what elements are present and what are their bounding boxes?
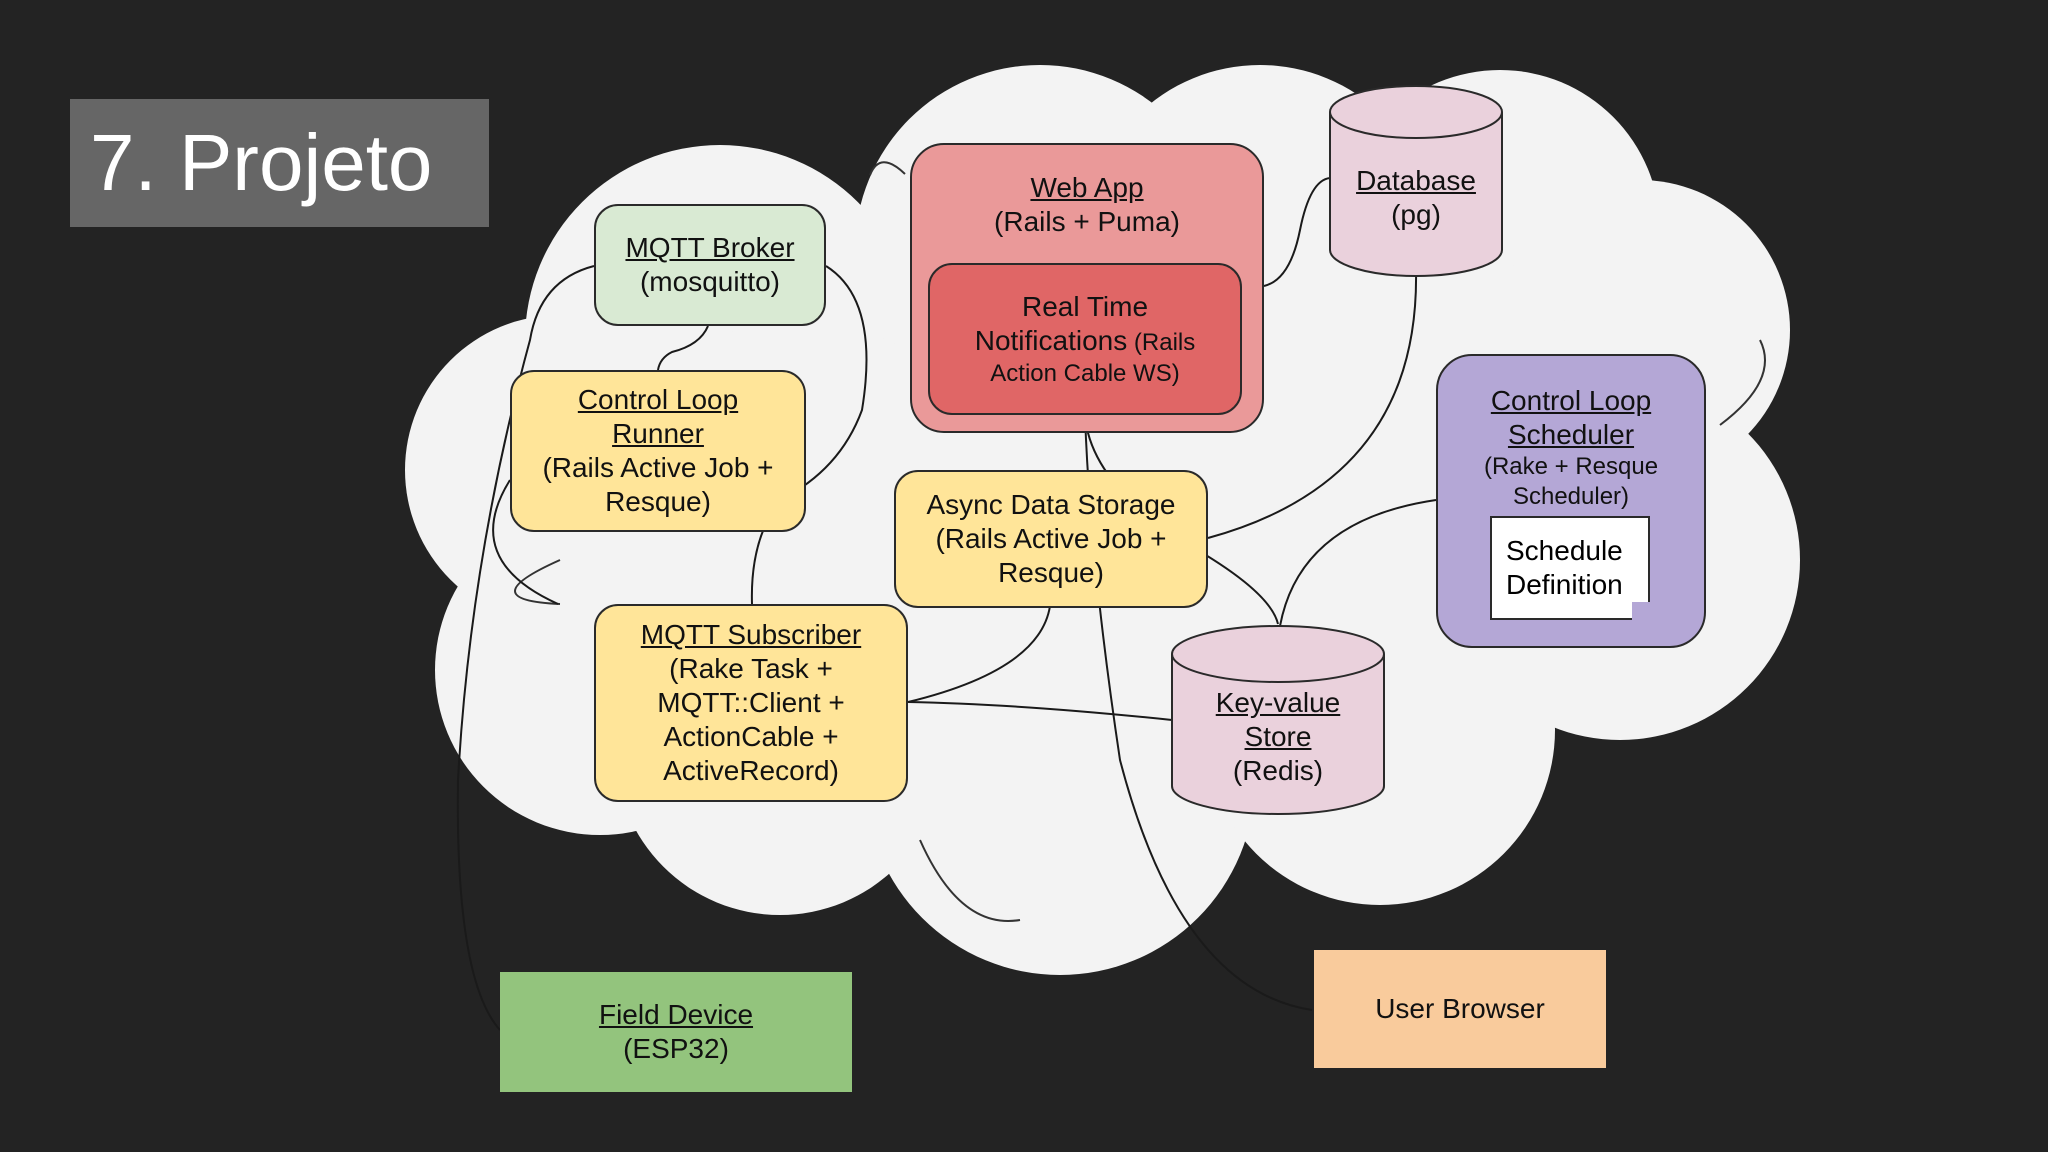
database-label: Database (pg) [1330, 164, 1502, 232]
dog-ear-corner [1632, 602, 1650, 620]
slide-title-box: 7. Projeto [70, 99, 489, 227]
field-device-node: Field Device (ESP32) [500, 972, 852, 1092]
async-line3: Resque) [998, 557, 1104, 589]
field-device-detail: (ESP32) [623, 1033, 729, 1064]
key-value-cylinder [1171, 625, 1385, 815]
async-data-storage-node: Async Data Storage (Rails Active Job + R… [894, 470, 1208, 608]
mqtt-broker-node: MQTT Broker (mosquitto) [594, 204, 826, 326]
subscriber-line3: MQTT::Client + [657, 686, 845, 718]
schedule-def-line1: Schedule [1506, 534, 1623, 566]
real-time-line2: Notifications (Rails [975, 324, 1196, 358]
scheduler-name-line2: Scheduler [1507, 419, 1635, 451]
kv-name-line1: Key-value [1215, 687, 1341, 718]
scheduler-detail-line2: Scheduler) [1512, 482, 1630, 510]
kv-name-line2: Store [1244, 721, 1312, 753]
async-line1: Async Data Storage [926, 488, 1176, 520]
runner-name-line1: Control Loop [577, 383, 739, 415]
web-app-detail: (Rails + Puma) [994, 206, 1180, 238]
real-time-line3: Action Cable WS) [990, 359, 1180, 387]
runner-detail-line2: Resque) [605, 486, 711, 518]
web-app-name: Web App [1030, 172, 1144, 203]
subscriber-line5: ActiveRecord) [663, 755, 839, 787]
control-loop-runner-node: Control Loop Runner (Rails Active Job + … [510, 370, 806, 532]
real-time-line1: Real Time [1021, 291, 1149, 323]
connector-lines [456, 177, 1437, 1031]
slide-title: 7. Projeto [90, 118, 433, 207]
real-time-line2-small: (Rails [1127, 329, 1196, 357]
field-device-name: Field Device [598, 998, 754, 1030]
async-line2: (Rails Active Job + [935, 522, 1167, 554]
real-time-notifications-node: Real Time Notifications (Rails Action Ca… [928, 263, 1242, 415]
subscriber-line4: ActionCable + [663, 721, 839, 753]
mqtt-broker-name: MQTT Broker [625, 231, 795, 263]
database-detail: (pg) [1391, 199, 1441, 231]
schedule-def-line2: Definition [1506, 569, 1623, 600]
subscriber-name: MQTT Subscriber [640, 618, 862, 650]
mqtt-subscriber-node: MQTT Subscriber (Rake Task + MQTT::Clien… [594, 604, 908, 802]
cloud-outline-arcs [514, 161, 1766, 922]
real-time-line2-main: Notifications [974, 325, 1128, 357]
database-name: Database [1356, 165, 1476, 196]
user-browser-label: User Browser [1375, 992, 1545, 1024]
runner-name-line2: Runner [612, 417, 704, 449]
key-value-store-label: Key-value Store (Redis) [1172, 686, 1384, 788]
database-cylinder [1329, 85, 1503, 277]
user-browser-node: User Browser [1314, 950, 1606, 1068]
schedule-definition-doc: Schedule Definition [1490, 516, 1650, 620]
scheduler-detail-line1: (Rake + Resque [1483, 453, 1659, 481]
runner-detail-line1: (Rails Active Job + [542, 452, 774, 483]
kv-detail: (Redis) [1232, 755, 1324, 787]
mqtt-broker-detail: (mosquitto) [639, 266, 781, 297]
subscriber-line2: (Rake Task + [669, 652, 833, 684]
scheduler-name-line1: Control Loop [1490, 385, 1652, 416]
